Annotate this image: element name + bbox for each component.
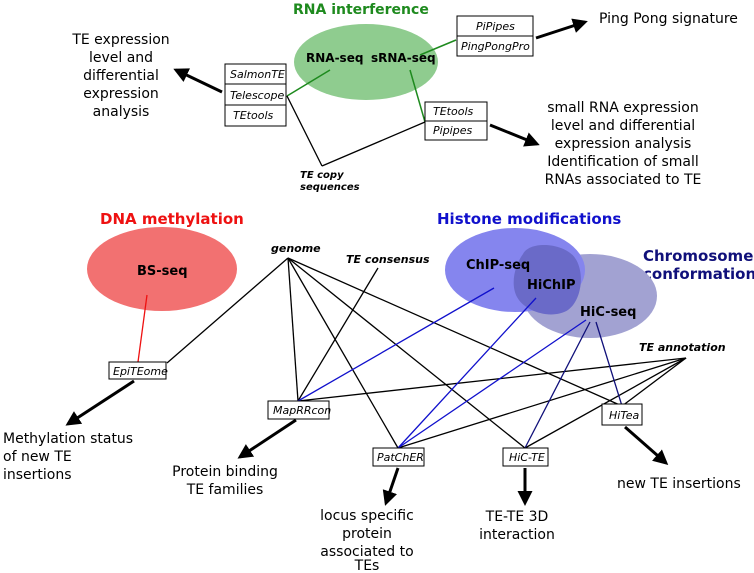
svg-text:TE copy: TE copy — [300, 170, 344, 181]
svg-text:EpiTEome: EpiTEome — [113, 365, 168, 378]
ping-pong-output: Ping Pong signature — [599, 11, 738, 27]
svg-text:sequences: sequences — [300, 182, 360, 193]
svg-text:differential: differential — [83, 68, 159, 84]
svg-text:expression analysis: expression analysis — [555, 136, 692, 152]
rna-interference-title: RNA interference — [293, 2, 429, 18]
hitea-tool: HiTea — [601, 403, 643, 426]
bs-seq-ellipse — [87, 227, 237, 311]
svg-text:Protein binding: Protein binding — [172, 464, 278, 480]
chip-seq-label: ChIP-seq — [466, 258, 530, 273]
svg-text:protein: protein — [342, 526, 392, 542]
locus-specific-output: locus specific protein associated to TEs — [320, 508, 414, 573]
pingpong-tool-stack: PiPipes PingPongPro — [456, 15, 534, 57]
svg-text:RNAs associated to TE: RNAs associated to TE — [545, 172, 702, 188]
tetools-left-tool: TEtools — [233, 109, 273, 122]
rna-ellipse — [294, 24, 438, 100]
te-expression-output: TE expression level and differential exp… — [71, 32, 169, 120]
svg-text:insertions: insertions — [3, 467, 72, 483]
srna-seq-label: sRNA-seq — [371, 51, 436, 65]
svg-text:TE-TE 3D: TE-TE 3D — [485, 509, 549, 525]
hitea-arrow — [624, 425, 669, 465]
salmonte-tool: SalmonTE — [230, 68, 285, 81]
svg-text:MapRRcon: MapRRcon — [273, 404, 331, 417]
small-rna-arrow — [489, 123, 540, 147]
left-tool-stack: SalmonTE Telescope TEtools — [224, 63, 287, 127]
maprrcon-tool: MapRRcon — [267, 400, 331, 420]
tetools-small-tool: TEtools — [433, 105, 473, 118]
methylation-output: Methylation status of new TE insertions — [3, 431, 133, 483]
protein-binding-output: Protein binding TE families — [172, 464, 278, 498]
svg-text:interaction: interaction — [479, 527, 555, 543]
svg-text:level and: level and — [89, 50, 153, 66]
genome-label: genome — [271, 242, 321, 255]
svg-text:locus specific: locus specific — [320, 508, 414, 524]
hichip-label: HiChIP — [527, 278, 576, 293]
pingpong-arrow — [535, 18, 588, 40]
svg-text:associated to: associated to — [320, 544, 413, 560]
tecopy-to-telescope-line — [286, 95, 323, 167]
te-copy-sequences-label: TE copy sequences — [300, 170, 360, 193]
svg-text:expression: expression — [83, 86, 159, 102]
svg-text:analysis: analysis — [93, 104, 150, 120]
pipipes-tool: PiPipes — [476, 20, 515, 33]
svg-text:Identification of small: Identification of small — [547, 154, 698, 170]
svg-text:Methylation status: Methylation status — [3, 431, 133, 447]
srna-to-tetools-line — [409, 69, 426, 123]
pingpongpro-tool: PingPongPro — [461, 40, 530, 53]
maprrcon-arrow — [237, 418, 297, 459]
svg-text:HiTea: HiTea — [609, 409, 639, 422]
svg-text:HiC-TE: HiC-TE — [509, 451, 545, 464]
epiteome-tool: EpiTEome — [108, 361, 168, 380]
dna-methylation-title: DNA methylation — [100, 210, 244, 228]
telescope-tool: Telescope — [230, 89, 284, 102]
left-stack-arrow — [173, 68, 223, 94]
patcher-tool: PatChER — [372, 447, 425, 467]
small-rna-output: small RNA expression level and different… — [545, 100, 702, 188]
rna-seq-label: RNA-seq — [306, 51, 363, 65]
svg-text:TE expression: TE expression — [71, 32, 169, 48]
te-consensus-label: TE consensus — [346, 253, 430, 266]
svg-text:small RNA expression: small RNA expression — [547, 100, 698, 116]
svg-text:TE families: TE families — [186, 482, 264, 498]
svg-text:PatChER: PatChER — [377, 451, 424, 464]
rna-to-telescope-line — [286, 69, 331, 97]
svg-text:conformation: conformation — [643, 265, 754, 283]
epiteome-arrow — [65, 379, 135, 426]
svg-text:Chromosome: Chromosome — [643, 247, 753, 265]
bs-seq-label: BS-seq — [137, 264, 188, 279]
svg-text:TEs: TEs — [354, 558, 380, 573]
svg-text:of new TE: of new TE — [3, 449, 72, 465]
connector-lines — [137, 257, 687, 449]
patcher-arrow — [382, 467, 400, 506]
te-te-output: TE-TE 3D interaction — [479, 509, 555, 543]
pipipes-small-tool: Pipipes — [433, 124, 472, 137]
hicte-tool: HiC-TE — [502, 447, 549, 467]
srna-to-pipipes-line — [419, 39, 457, 56]
te-annotation-label: TE annotation — [639, 341, 726, 354]
hic-seq-label: HiC-seq — [580, 305, 636, 320]
histone-modifications-title: Histone modifications — [437, 210, 621, 228]
chromosome-conformation-title: Chromosome conformation — [643, 247, 754, 283]
tecopy-to-tetools-line — [321, 121, 426, 167]
new-te-insertions-output: new TE insertions — [617, 476, 741, 492]
hichip-overlap — [513, 244, 581, 315]
svg-text:level and differential: level and differential — [551, 118, 695, 134]
small-rna-tool-stack: TEtools Pipipes — [424, 101, 488, 141]
